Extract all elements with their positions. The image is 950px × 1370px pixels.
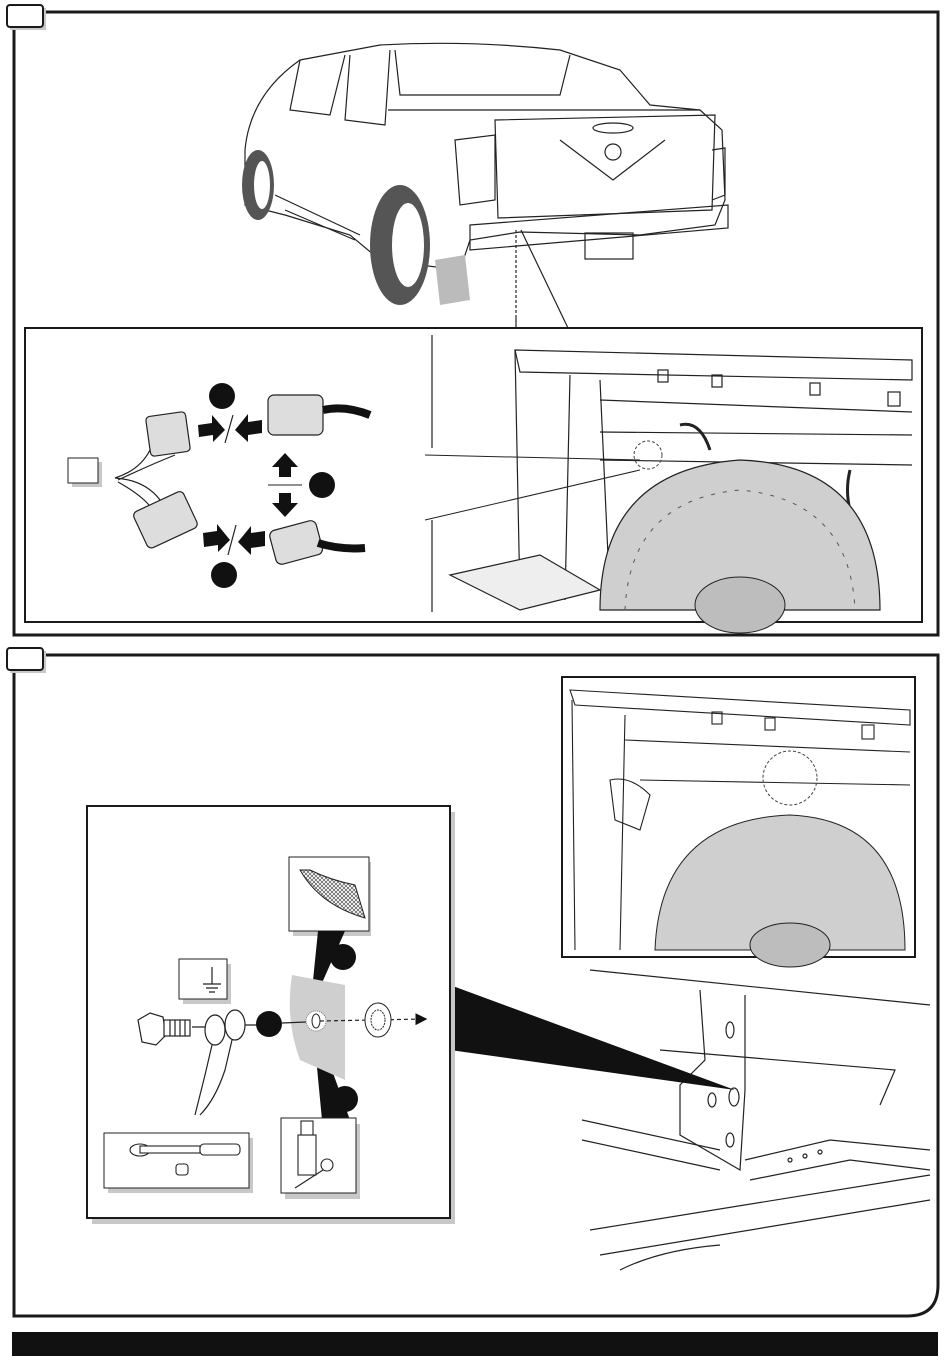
ground-symbol-box [179,959,231,1004]
connector-location-highlight [634,441,662,469]
touch-up-paint-box [281,1118,360,1199]
step-1-panel [7,5,938,635]
ground-location-photo [562,677,915,967]
serrated-washer [365,1003,391,1037]
step-2-panel [7,648,938,1316]
adapter-harness [115,411,199,549]
step-1-number-box [7,5,46,30]
footer-bar [12,1332,938,1356]
zoom-wedge [450,985,735,1090]
socket-wrench-box [104,1133,253,1193]
vehicle-connector-bottom [268,519,365,565]
truck-wheels [242,150,470,305]
reference-label-box [68,458,102,487]
sandpaper-box [289,857,371,936]
spare-tire [600,460,880,633]
vehicle-connector-top [268,395,370,435]
callout-lines [25,230,922,328]
frame-bracket-illustration [582,970,930,1270]
step-2-number-box [7,648,46,673]
pickup-truck-illustration [245,43,728,270]
